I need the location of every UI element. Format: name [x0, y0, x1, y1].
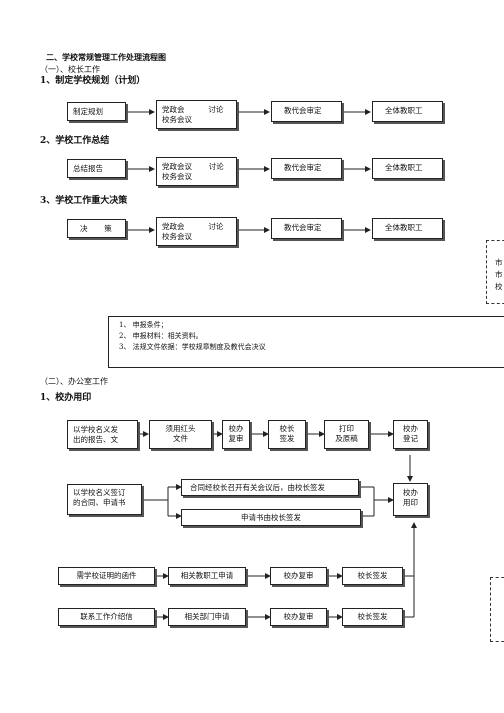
heading-summary: 2、学校工作总结 [40, 136, 110, 146]
heading-plan: 1、制定学校规划（计划） [40, 76, 146, 86]
section-principal: （一）、校长工作 [40, 65, 100, 74]
note-item-1: 1、 申报条件； [119, 321, 168, 329]
note-item-2: 2、 申报材料：相关资料。 [119, 332, 203, 340]
section-office: （二）、办公室工作 [40, 377, 108, 386]
staff-request-box: 相关教职工申请 [168, 567, 246, 585]
certificate-letter-box: 需学校证明的函件 [58, 567, 155, 585]
intro-letter-box: 联系工作介绍信 [58, 608, 155, 626]
step-plan-approve: 教代会审定 [271, 101, 342, 122]
seal-register-box: 校办 登记 [393, 420, 428, 449]
cert-principal-sign-box: 校长签发 [342, 567, 403, 585]
step-plan-staff: 全体教职工 [372, 101, 443, 122]
intro-office-review-box: 校办复审 [270, 608, 327, 626]
step-plan-discuss: 党政会 讨论 校务会议 [156, 100, 237, 129]
side-dashed-box: 市 市 校 [486, 240, 504, 304]
step-plan-draft: 制定规划 [67, 102, 126, 121]
seal-report-box: 以学校名义发 出的报告、文 [67, 420, 138, 449]
step-decision-approve: 教代会审定 [271, 218, 342, 239]
requirements-note: 1、 申报条件； 2、 申报材料：相关资料。 3、 法规文件依据：学校规章制度及… [108, 316, 504, 368]
step-decision: 决 策 [67, 219, 126, 238]
seal-application-sign-box: 申请书由校长签发 [181, 509, 361, 526]
heading-decision: 3、学校工作重大决策 [40, 196, 128, 206]
seal-redhead-box: 须用红头 文件 [149, 420, 212, 449]
step-summary-staff: 全体教职工 [372, 158, 443, 179]
step-summary-report: 总结报告 [67, 159, 126, 178]
step-decision-discuss: 党政会 讨论 校务会议 [156, 217, 237, 246]
note-item-3: 3、 法规文件依据：学校规章制度及教代会决议 [119, 343, 266, 351]
seal-contract-sign-box: 合同经校长召开有关会议后，由校长签发 [181, 479, 359, 496]
heading-seal: 1、校办用印 [40, 393, 92, 403]
cert-office-review-box: 校办复审 [270, 567, 327, 585]
step-summary-approve: 教代会审定 [271, 158, 342, 179]
side-dashed-box-bottom [490, 577, 504, 642]
step-decision-staff: 全体教职工 [372, 218, 443, 239]
doc-title: 二、学校常规管理工作处理流程图 [46, 52, 166, 62]
seal-principal-sign-box: 校长 签发 [268, 420, 306, 449]
dept-request-box: 相关部门申请 [168, 608, 246, 626]
seal-contract-box: 以学校名义签订 的合同、申请书 [67, 484, 142, 515]
seal-stamp-box: 校办 用印 [393, 483, 428, 516]
intro-principal-sign-box: 校长签发 [342, 608, 403, 626]
seal-print-box: 打印 及原稿 [324, 420, 369, 449]
seal-office-review-box: 校办 复审 [222, 420, 250, 449]
step-summary-discuss: 党政会议 讨论 校务会议 [156, 157, 237, 186]
